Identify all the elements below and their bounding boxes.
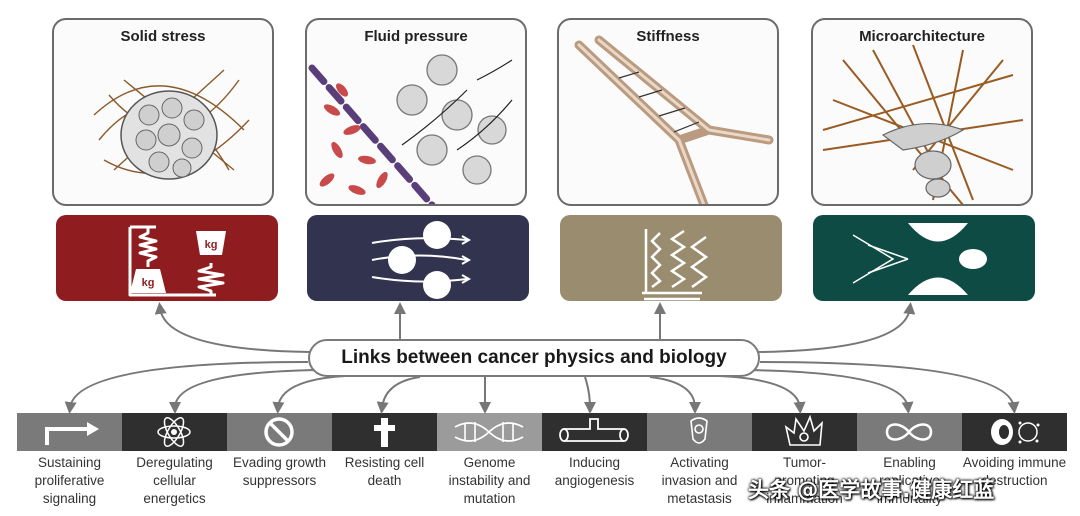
weight-label-lower: kg: [142, 277, 155, 289]
hallmark-cell: [647, 413, 752, 451]
blood-vessel-icon: [559, 418, 629, 442]
panel-stiffness: Stiffness: [557, 18, 779, 206]
center-label: Links between cancer physics and biology: [308, 339, 760, 377]
hallmark-cell: [122, 413, 227, 451]
flame-icon: [784, 414, 823, 446]
panel-fluid-pressure: Fluid pressure: [305, 18, 527, 206]
panel-title: Solid stress: [120, 28, 206, 45]
solid-stress-illustration: [93, 69, 250, 180]
panel-microarchitecture: Microarchitecture: [811, 18, 1033, 206]
hallmark-cell: [542, 413, 647, 451]
fluid-pressure-illustration: [308, 54, 513, 204]
hallmark-cell: [752, 413, 857, 451]
spring-weight-icon: kg kg: [128, 225, 226, 297]
panel-title: Stiffness: [636, 28, 700, 45]
solid-stress-icon-box: kg kg: [56, 215, 278, 301]
infinity-icon: [885, 423, 933, 441]
bent-arrow-icon: [45, 422, 99, 445]
hallmark-cell: [857, 413, 962, 451]
fluid-pressure-icon-box: [307, 215, 529, 301]
dna-helix-icon: [454, 422, 524, 442]
stiffness-icon-box: [560, 215, 782, 301]
microarchitecture-illustration: [822, 44, 1024, 204]
stiffness-illustration: [574, 35, 774, 204]
panel-solid-stress: Solid stress: [52, 18, 274, 206]
hallmark-cell: [17, 413, 122, 451]
panel-title: Fluid pressure: [364, 28, 468, 45]
immune-cell-icon: [991, 419, 1040, 445]
weight-label-upper: kg: [205, 239, 218, 251]
invading-cell-icon: [690, 417, 708, 444]
watermark: 头条 @医学故事.健康红蓝: [748, 478, 995, 502]
springs-icon: [642, 229, 709, 301]
hallmark-cell: [332, 413, 437, 451]
hallmark-cell: [437, 413, 542, 451]
hallmark-cell: [227, 413, 332, 451]
cell-squeeze-icon: [852, 223, 987, 295]
microarchitecture-icon-box: [813, 215, 1035, 301]
prohibition-icon: [264, 417, 294, 447]
hallmark-cell: [962, 413, 1067, 451]
fluid-flow-icon: [371, 221, 472, 299]
atom-icon: [157, 417, 191, 447]
hallmark-icon-strip: [17, 413, 1067, 451]
panel-title: Microarchitecture: [859, 28, 985, 45]
cross-icon: [374, 418, 395, 447]
